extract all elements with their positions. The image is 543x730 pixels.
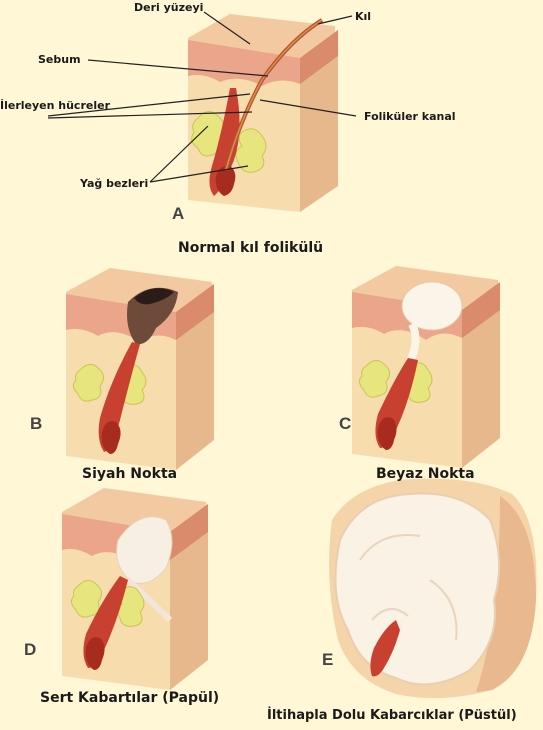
panel-a-caption: Normal kıl folikülü bbox=[178, 240, 323, 256]
label-skin-surface: Deri yüzeyi bbox=[134, 1, 203, 14]
panel-b-illustration bbox=[66, 268, 214, 470]
panel-d-caption: Sert Kabartılar (Papül) bbox=[40, 690, 219, 706]
panel-c-illustration bbox=[352, 266, 500, 468]
label-sebum: Sebum bbox=[38, 53, 81, 66]
panel-a-letter: A bbox=[172, 204, 184, 224]
panel-b-letter: B bbox=[30, 414, 42, 434]
panel-e-illustration bbox=[329, 479, 536, 699]
panel-d-letter: D bbox=[24, 640, 36, 660]
panel-e-caption: İltihapla Dolu Kabarcıklar (Püstül) bbox=[267, 708, 517, 723]
panel-e-letter: E bbox=[322, 650, 333, 670]
panel-c-letter: C bbox=[339, 414, 351, 434]
label-hair: Kıl bbox=[355, 10, 371, 23]
label-moving-cells: İlerleyen hücreler bbox=[0, 99, 110, 112]
panel-b-caption: Siyah Nokta bbox=[82, 466, 177, 482]
label-follicular-canal: Foliküler kanal bbox=[364, 110, 456, 123]
panel-d-illustration bbox=[62, 488, 208, 690]
panel-c-caption: Beyaz Nokta bbox=[376, 466, 475, 482]
label-sebaceous-glands: Yağ bezleri bbox=[80, 177, 148, 190]
